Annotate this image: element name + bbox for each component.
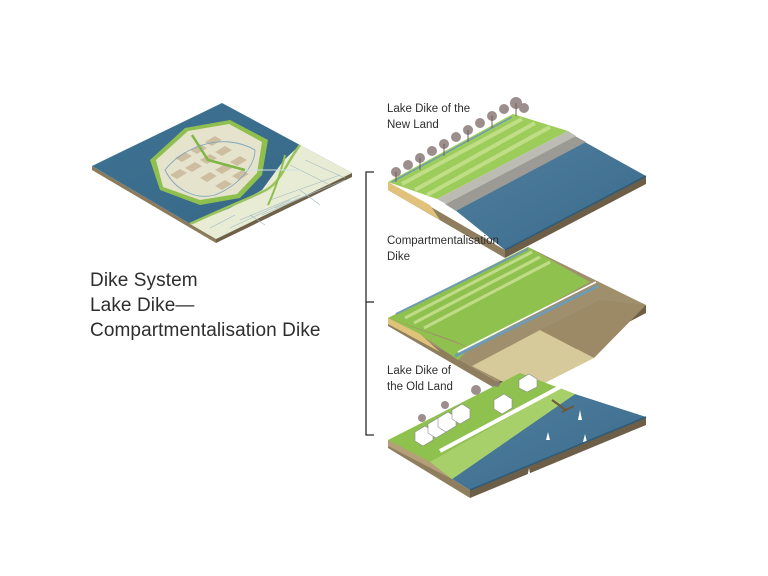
label-old-land-line-2: the Old Land <box>387 381 453 393</box>
label-compartment: Compartmentalisation Dike <box>387 233 499 265</box>
layer-compartment <box>388 247 646 393</box>
layer-new-land <box>388 97 647 258</box>
label-new-land: Lake Dike of the New Land <box>387 101 470 133</box>
label-old-land-line-1: Lake Dike of <box>387 365 451 377</box>
title-line-2: Lake Dike— <box>90 295 195 316</box>
title-line-3: Compartmentalisation Dike <box>90 320 321 341</box>
label-compartment-line-1: Compartmentalisation <box>387 235 499 247</box>
diagram-title: Dike System Lake Dike— Compartmentalisat… <box>90 268 321 343</box>
label-new-land-line-1: Lake Dike of the <box>387 103 471 115</box>
label-old-land: Lake Dike of the Old Land <box>387 363 453 395</box>
label-compartment-line-2: Dike <box>387 251 411 263</box>
layer-bracket <box>365 171 374 436</box>
overview-map <box>92 103 352 243</box>
title-line-1: Dike System <box>90 270 198 291</box>
layer-old-land <box>388 373 647 498</box>
label-new-land-line-2: New Land <box>387 119 439 131</box>
